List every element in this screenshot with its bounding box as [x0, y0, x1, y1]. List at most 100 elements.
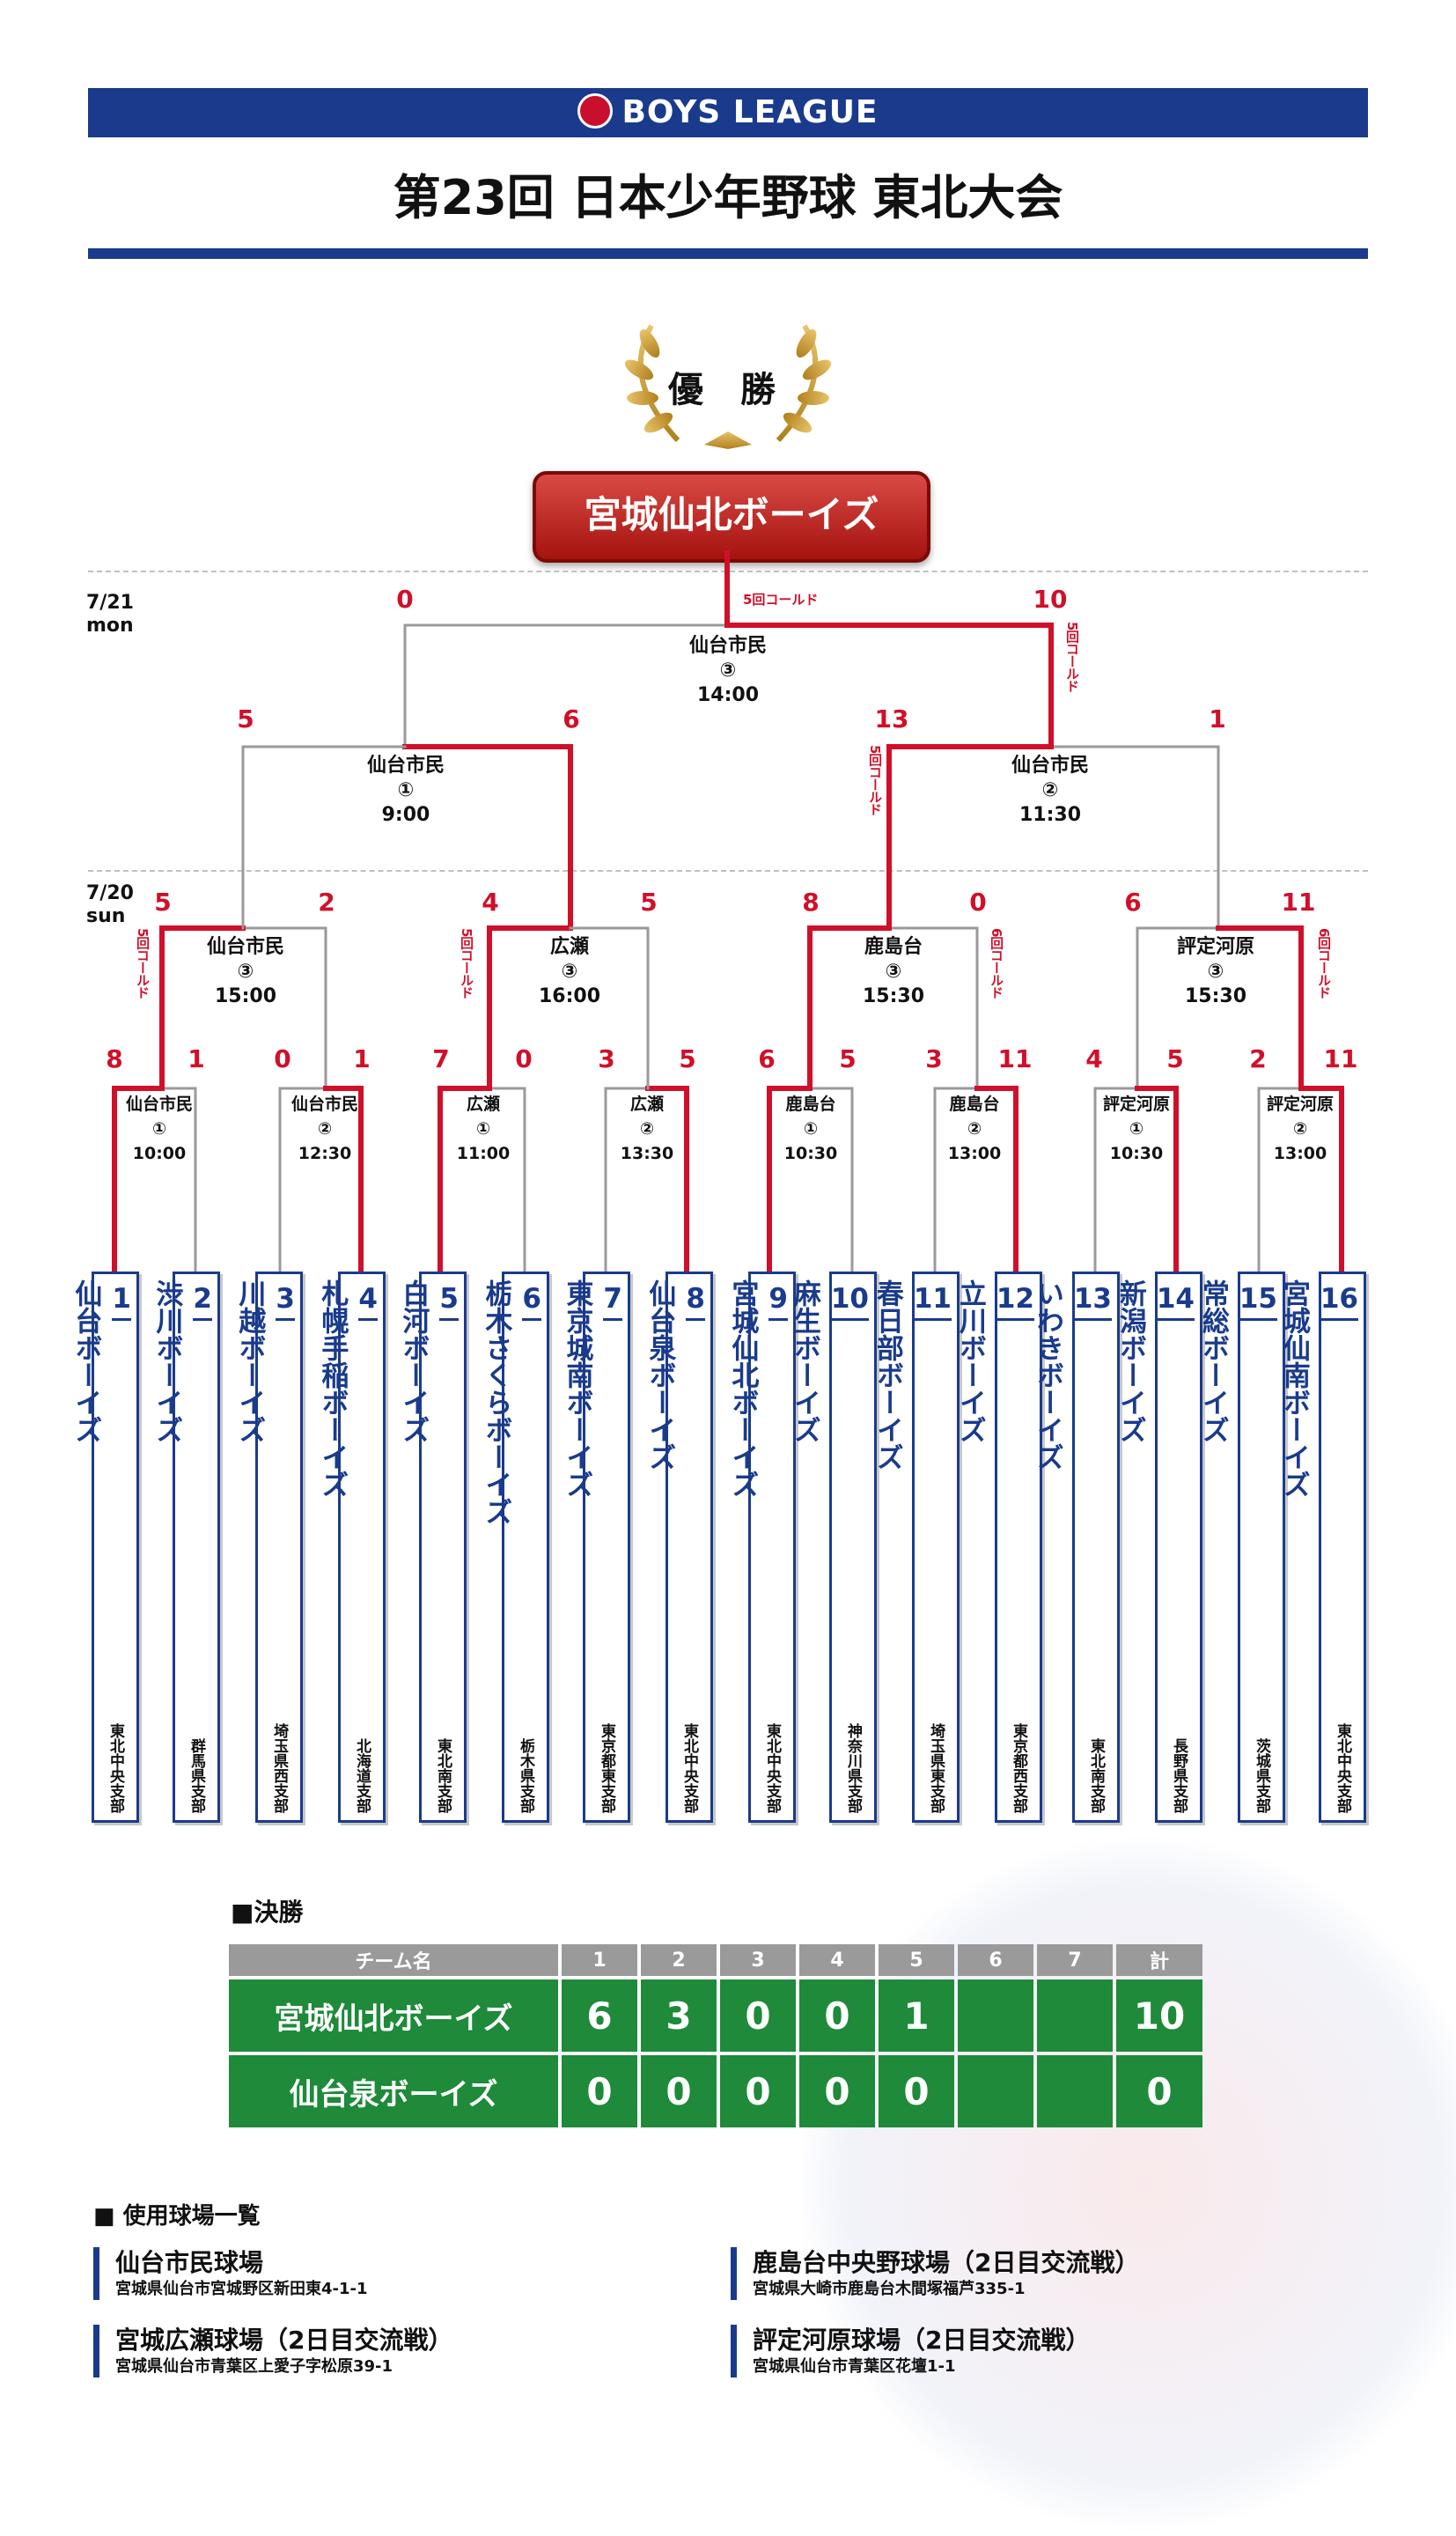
r1-5-venue: 鹿島台 ① 10:30: [783, 1095, 838, 1163]
r1-1-score-left: 8: [106, 1044, 123, 1073]
team-label: 栃木さくらボーイズ: [480, 1279, 512, 1525]
team-branch: 東北中央支部: [1334, 1723, 1351, 1813]
box-header-inning-3: 3: [720, 1944, 796, 1976]
qf3-score-left: 8: [802, 888, 820, 917]
team-seed-number: 13: [1073, 1279, 1112, 1321]
r1-1-score-right: 1: [188, 1044, 205, 1073]
r1-6-score-left: 3: [925, 1044, 943, 1073]
qf3-cold-note: 6回コールド: [989, 928, 1004, 999]
sf2-cold-note: 5回コールド: [867, 745, 883, 815]
r1-2-score-left: 0: [274, 1044, 291, 1073]
venues-title: ■ 使用球場一覧: [93, 2203, 261, 2230]
box-inning: 3: [641, 1979, 717, 2052]
team-branch: 埼玉県西支部: [270, 1723, 288, 1813]
team-label: 仙台泉ボーイズ: [643, 1279, 676, 1471]
box-header-inning-2: 2: [641, 1944, 717, 1976]
qf4-score-right: 11: [1281, 888, 1316, 917]
team-label: いわきボーイズ: [1031, 1279, 1063, 1471]
final-cold-note: 5回コールド: [743, 592, 819, 608]
final-box-score: チーム名 1 2 3 4 5 6 7 計 宮城仙北ボーイズ 6 3 0 0 1 …: [225, 1941, 1206, 2131]
team-label: 宮城仙南ボーイズ: [1277, 1279, 1310, 1498]
qf1-cold-note: 5回コールド: [135, 928, 151, 999]
qf2-cold-note: 5回コールド: [459, 928, 474, 999]
team-seed-number: 1: [112, 1279, 131, 1321]
r1-8-score-right: 11: [1323, 1044, 1358, 1073]
team-branch: 神奈川県支部: [844, 1723, 862, 1813]
team-label: 立川ボーイズ: [953, 1279, 986, 1443]
league-banner: BOYS LEAGUE: [88, 88, 1368, 137]
box-row-home: 宮城仙北ボーイズ 6 3 0 0 1 10: [229, 1979, 1202, 2052]
sf1-venue: 仙台市民 ① 9:00: [366, 755, 445, 826]
sf2-venue: 仙台市民 ② 11:30: [1011, 755, 1089, 826]
venue-item: 評定河原球場（2日目交流戦） 宮城県仙台市青葉区花壇1-1: [731, 2325, 1090, 2378]
box-total: 0: [1116, 2055, 1202, 2127]
r1-7-score-left: 4: [1085, 1044, 1103, 1073]
r1-5-score-right: 5: [839, 1044, 857, 1073]
team-seed-number: 3: [276, 1279, 295, 1321]
box-header-team: チーム名: [229, 1944, 558, 1976]
team-branch: 東京都東支部: [598, 1723, 615, 1813]
team-branch: 長野県支部: [1170, 1738, 1188, 1813]
r1-8-score-left: 2: [1249, 1044, 1267, 1073]
venue-name: 評定河原球場（2日目交流戦）: [753, 2326, 1091, 2355]
box-inning: [1037, 2055, 1113, 2127]
box-inning: 0: [562, 2055, 637, 2127]
r1-2-score-right: 1: [353, 1044, 371, 1073]
box-header-inning-1: 1: [562, 1944, 637, 1976]
team-seed-number: 9: [768, 1279, 788, 1321]
team-branch: 東北中央支部: [763, 1723, 781, 1813]
team-branch: 東北中央支部: [107, 1723, 124, 1813]
champion-team: 宮城仙北ボーイズ: [584, 493, 879, 536]
qf4-score-left: 6: [1124, 888, 1142, 917]
team-branch: 栃木県支部: [517, 1738, 534, 1813]
venue-name: 仙台市民球場: [115, 2248, 264, 2277]
box-header-total: 計: [1116, 1944, 1202, 1976]
r1-6-score-right: 11: [997, 1044, 1033, 1073]
box-total: 10: [1116, 1979, 1202, 2052]
team-seed-number: 6: [522, 1279, 541, 1321]
league-logo-icon: [577, 93, 614, 129]
team-branch: 北海道支部: [353, 1738, 371, 1813]
venue-name: 鹿島台中央野球場（2日目交流戦）: [753, 2248, 1140, 2277]
team-entry-6: 6 栃木さくらボーイズ栃木県支部: [480, 1272, 549, 1823]
final-venue: 仙台市民 ③ 14:00: [688, 635, 767, 706]
team-name: 6 栃木さくらボーイズ: [480, 1279, 547, 1525]
box-header-inning-4: 4: [799, 1944, 875, 1976]
day2-date: 7/21 mon: [86, 592, 134, 637]
team-branch: 東京都西支部: [1010, 1723, 1027, 1813]
watermark-logo: [792, 1832, 1456, 2536]
team-seed-number: 5: [439, 1279, 459, 1321]
box-header-inning-5: 5: [879, 1944, 954, 1976]
box-inning: 0: [720, 1979, 796, 2052]
team-branch: 東北中央支部: [680, 1723, 698, 1813]
team-branch: 東北南支部: [434, 1738, 452, 1813]
r1-3-score-left: 7: [432, 1044, 450, 1073]
box-inning: 0: [879, 2055, 954, 2127]
team-label: 東京城南ボーイズ: [561, 1279, 593, 1498]
r1-3-score-right: 0: [515, 1044, 533, 1073]
qf4-venue: 評定河原 ③ 15:30: [1176, 936, 1254, 1007]
team-seed-number: 14: [1156, 1279, 1195, 1321]
venue-address: 宮城県大崎市鹿島台木間塚福芦335-1: [753, 2280, 1026, 2298]
qf4-cold-note: 6回コールド: [1316, 928, 1332, 999]
final-section-title: ■決勝: [231, 1898, 304, 1927]
team-seed-number: 11: [913, 1279, 952, 1321]
sf1-score-right: 6: [563, 704, 580, 734]
